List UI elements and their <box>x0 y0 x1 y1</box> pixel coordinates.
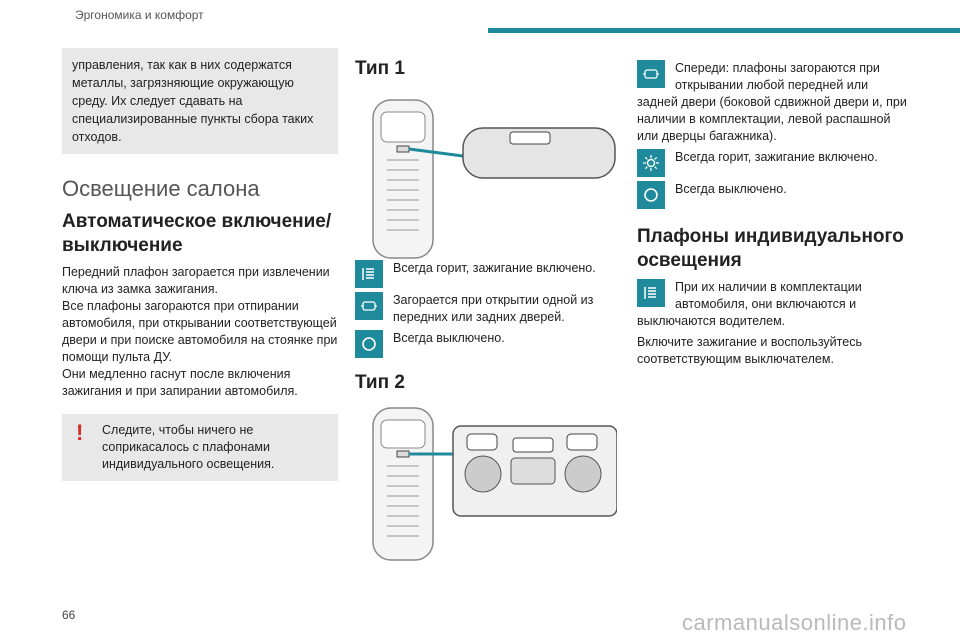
always-on-row: Всегда горит, зажигание включено. <box>637 149 907 177</box>
off-icon <box>637 181 665 209</box>
column-middle: Тип 1 Всегда горит, зажигание включено. <box>355 48 618 562</box>
header-accent-bar <box>488 28 960 33</box>
type2-illustration <box>355 402 618 562</box>
warning-box: ! Следите, чтобы ничего не соприкасалось… <box>62 414 338 481</box>
header-title: Эргономика и комфорт <box>75 8 204 22</box>
paragraph-3: Они медленно гаснут после включения зажи… <box>62 367 298 398</box>
column-left: управления, так как в них содержатся мет… <box>62 48 338 481</box>
type1-door-text: Загорается при открытии одной из передни… <box>393 293 594 324</box>
type1-row-off: Всегда выключено. <box>355 330 617 358</box>
column-right: Спереди: плафоны загораются при открыван… <box>637 60 907 368</box>
watermark: carmanualsonline.info <box>682 610 907 635</box>
always-on-text: Всегда горит, зажигание включено. <box>675 150 878 164</box>
section-title: Освещение салона <box>62 176 260 201</box>
subsection-title-individual: Плафоны индивидуального освещения <box>637 226 904 271</box>
individual-text: При их наличии в комплектации автомобиля… <box>637 280 862 328</box>
door-light-icon <box>637 60 665 88</box>
door-light-icon <box>355 292 383 320</box>
warning-exclamation-icon: ! <box>76 420 84 445</box>
type1-on-text: Всегда горит, зажигание включено. <box>393 261 596 275</box>
intro-box: управления, так как в них содержатся мет… <box>62 48 338 154</box>
type1-row-on: Всегда горит, зажигание включено. <box>355 260 617 288</box>
type1-title: Тип 1 <box>355 58 405 79</box>
light-on-icon <box>355 260 383 288</box>
sun-icon <box>637 149 665 177</box>
off-icon <box>355 330 383 358</box>
type1-off-text: Всегда выключено. <box>393 331 505 345</box>
warning-text: Следите, чтобы ничего не соприкасалось с… <box>102 423 275 471</box>
light-on-icon <box>637 279 665 307</box>
type1-row-door: Загорается при открытии одной из передни… <box>355 292 617 326</box>
subsection-title-auto: Автоматическое включение/выключение <box>62 211 332 256</box>
individual-paragraph: При их наличии в комплектации автомобиля… <box>637 279 907 330</box>
always-off-row: Всегда выключено. <box>637 181 907 209</box>
type2-van-lamp-diagram <box>372 407 618 561</box>
type1-illustration <box>355 88 617 260</box>
closing-text: Включите зажигание и воспользуйтесь соот… <box>637 335 862 366</box>
front-lamps-text: Спереди: плафоны загораются при открыван… <box>637 61 907 143</box>
always-off-text: Всегда выключено. <box>675 182 787 196</box>
page-number: 66 <box>62 608 76 622</box>
paragraph-1: Передний плафон загорается при извлечени… <box>62 265 330 296</box>
type2-title: Тип 2 <box>355 372 405 393</box>
front-lamps-paragraph: Спереди: плафоны загораются при открыван… <box>637 60 907 145</box>
type1-van-lamp-diagram <box>372 99 616 259</box>
paragraph-2: Все плафоны загораются при отпирании авт… <box>62 299 338 364</box>
